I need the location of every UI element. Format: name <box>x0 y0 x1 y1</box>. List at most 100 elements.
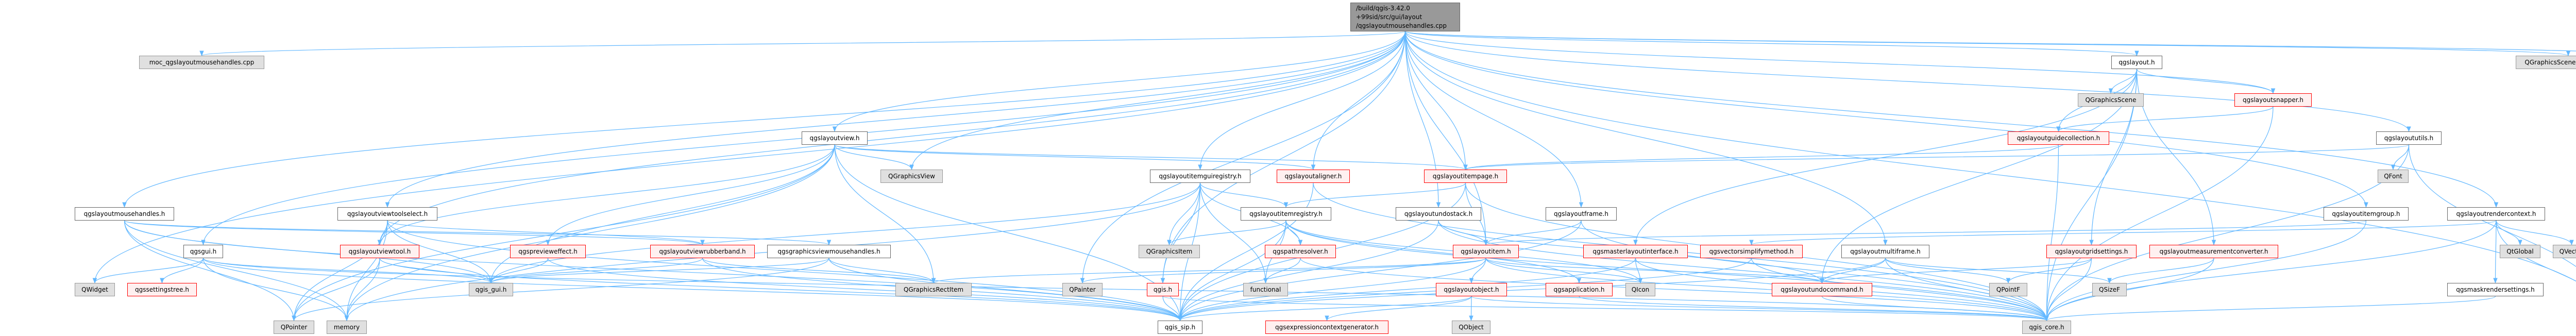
graph-node-mousehandles[interactable]: qgslayoutmousehandles.h <box>75 207 174 221</box>
edge-view-to-gview <box>834 144 914 171</box>
graph-node-master[interactable]: qgsmasterlayoutinterface.h <box>1583 245 1688 258</box>
graph-node-qgisgui: qgis_gui.h <box>469 283 513 296</box>
graph-node-multiframe[interactable]: qgslayoutmultiframe.h <box>1841 245 1929 258</box>
graph-node-rectitem: QGraphicsRectItem <box>895 283 972 296</box>
edge-viewtool-to-qpointer <box>292 258 380 322</box>
edge-layout-to-master <box>1633 69 2138 246</box>
graph-node-rubberband[interactable]: qgslayoutviewrubberband.h <box>650 245 755 258</box>
edge-viewtool-to-qgissip <box>379 258 1182 322</box>
graph-node-layout[interactable]: qgslayout.h <box>2111 56 2162 69</box>
graph-node-measconv[interactable]: qgslayoutmeasurementconverter.h <box>2149 245 2278 258</box>
edge-root-to-toolselect <box>385 31 1406 208</box>
edge-item-to-qpainter <box>1080 258 1486 284</box>
graph-node-qsizef: QSizeF <box>2092 283 2127 296</box>
graph-node-qgissip[interactable]: qgis_sip.h <box>1158 321 1202 334</box>
edge-root-to-item <box>1404 31 1488 246</box>
edge-guidecoll-to-qgiscore <box>2044 144 2059 322</box>
graph-node-itemguireg[interactable]: qgslayoutitemguiregistry.h <box>1150 170 1250 183</box>
edge-gvmh-to-qgisgui <box>488 258 829 284</box>
graph-node-item[interactable]: qgslayoutitem.h <box>1453 245 1519 258</box>
graph-node-qgiscore: qgis_core.h <box>2022 321 2071 334</box>
edge-multiframe-to-undocmd <box>1820 258 1886 284</box>
edge-vsimplify-to-qgiscore <box>1751 258 2049 322</box>
graph-node-qobject: QObject <box>1452 321 1490 334</box>
graph-node-object[interactable]: qgslayoutobject.h <box>1436 283 1507 296</box>
graph-node-qpointer: QPointer <box>274 321 314 334</box>
graph-node-gridsettings[interactable]: qgslayoutgridsettings.h <box>2046 245 2137 258</box>
edge-view-to-preview <box>546 144 835 246</box>
edge-itemreg-to-qgiscore <box>1285 220 2049 322</box>
graph-node-qgis[interactable]: qgis.h <box>1147 283 1179 296</box>
edge-root-to-itemguireg <box>1198 31 1406 171</box>
edge-measconv-to-qsizef <box>2107 258 2214 284</box>
graph-node-view[interactable]: qgslayoutview.h <box>802 131 868 145</box>
graph-node-application[interactable]: qgsapplication.h <box>1546 283 1613 296</box>
edge-itemguireg-to-functional <box>1199 182 1268 284</box>
edge-layout-to-undocmd <box>1820 69 2138 284</box>
edge-root-to-utils <box>1404 31 2411 132</box>
graph-node-utils[interactable]: qgslayoututils.h <box>2376 131 2442 145</box>
edge-utils-to-itempage <box>1463 144 2410 171</box>
edge-gridsettings-to-qpointf <box>2006 258 2092 284</box>
edge-multiframe-to-qgiscore <box>1885 258 2049 322</box>
edge-toolselect-to-memory <box>344 220 388 322</box>
edge-utils-to-qcolor <box>2408 144 2576 267</box>
edge-preview-to-qgissip <box>547 258 1182 322</box>
graph-node-undostack[interactable]: qgslayoutundostack.h <box>1396 207 1481 221</box>
graph-node-guidecoll[interactable]: qgslayoutguidecollection.h <box>2008 131 2109 145</box>
graph-node-root: /build/qgis-3.42.0 +99sid/src/gui/layout… <box>1350 3 1460 31</box>
graph-node-settingstree[interactable]: qgssettingstree.h <box>127 283 197 296</box>
edge-gui-to-settingstree <box>160 258 204 284</box>
graph-node-gvmh[interactable]: qgsgraphicsviewmousehandles.h <box>767 245 891 258</box>
graph-node-rendercontext[interactable]: qgslayoutrendercontext.h <box>2447 207 2545 221</box>
graph-node-undocmd[interactable]: qgslayoutundocommand.h <box>1772 283 1872 296</box>
edge-itemguireg-to-itemreg <box>1199 182 1289 208</box>
edge-itemgroup-to-item <box>1484 220 2367 246</box>
graph-node-toolselect[interactable]: qgslayoutviewtoolselect.h <box>337 207 437 221</box>
edge-mousehandles-to-rubberband <box>124 220 705 246</box>
edge-guidecoll-to-itempage <box>1463 144 2059 171</box>
edge-master-to-qicon <box>1635 258 1643 284</box>
graph-node-gitem: QGraphicsItem <box>1139 245 1200 258</box>
graph-node-pathres[interactable]: qgspathresolver.h <box>1265 245 1336 258</box>
graph-node-frame[interactable]: qgslayoutframe.h <box>1546 207 1617 221</box>
graph-node-maskrender[interactable]: qgsmaskrendersettings.h <box>2447 283 2544 296</box>
edge-viewtool-to-memory <box>344 258 380 322</box>
graph-node-itempage[interactable]: qgslayoutitempage.h <box>1424 170 1507 183</box>
edge-gvmh-to-qgissip <box>828 258 1182 322</box>
edge-maskrender-to-qgiscore <box>2044 296 2496 322</box>
edge-item-to-object <box>1469 258 1486 284</box>
edge-root-to-itempage <box>1404 31 1468 171</box>
graph-node-exprgen[interactable]: qgsexpressioncontextgenerator.h <box>1265 321 1388 334</box>
graph-node-moc: moc_qgslayoutmousehandles.cpp <box>139 56 264 69</box>
edge-itempage-to-itemreg <box>1283 182 1466 208</box>
graph-node-viewtool[interactable]: qgslayoutviewtool.h <box>340 245 419 258</box>
edge-root-to-limits <box>1404 31 2576 52</box>
graph-node-itemreg[interactable]: qgslayoutitemregistry.h <box>1241 207 1331 221</box>
edge-root-to-qcolor <box>1404 31 2576 282</box>
graph-node-gui[interactable]: qgsgui.h <box>183 245 223 258</box>
edge-snapper-to-guidecoll <box>2056 106 2274 132</box>
edge-object-to-exprgen <box>1325 296 1472 322</box>
graph-node-aligner[interactable]: qgslayoutaligner.h <box>1277 170 1350 183</box>
edge-itemgroup-to-qgiscore <box>2044 220 2367 322</box>
edge-gui-to-qgisgui <box>202 258 494 284</box>
edge-application-to-qgiscore <box>1579 296 2049 322</box>
edge-layout-to-scene <box>2108 69 2138 94</box>
graph-node-vsimplify[interactable]: qgsvectorsimplifymethod.h <box>1700 245 1803 258</box>
graph-node-preview[interactable]: qgspreviewеffect.h <box>510 245 586 258</box>
edge-snapper-to-qgiscore <box>2044 106 2274 322</box>
edge-mousehandles-to-gvmh <box>124 220 831 246</box>
edge-item-to-qgiscore <box>1485 258 2049 322</box>
graph-node-itemgroup[interactable]: qgslayoutitemgroup.h <box>2324 207 2409 221</box>
edge-root-to-snapper <box>1404 31 2276 94</box>
edge-view-to-rectitem <box>834 144 936 284</box>
edge-mousehandles-to-memory <box>124 220 349 322</box>
edge-multiframe-to-qgissip <box>1178 258 1886 322</box>
graph-node-qpainter: QPainter <box>1062 283 1103 296</box>
edge-qgis-to-qgiscore <box>1162 296 2049 322</box>
graph-node-hover: QGraphicsSceneHoverEvent <box>2516 56 2576 69</box>
graph-node-snapper[interactable]: qgslayoutsnapper.h <box>2234 93 2312 107</box>
edge-item-to-rectitem <box>931 258 1486 284</box>
